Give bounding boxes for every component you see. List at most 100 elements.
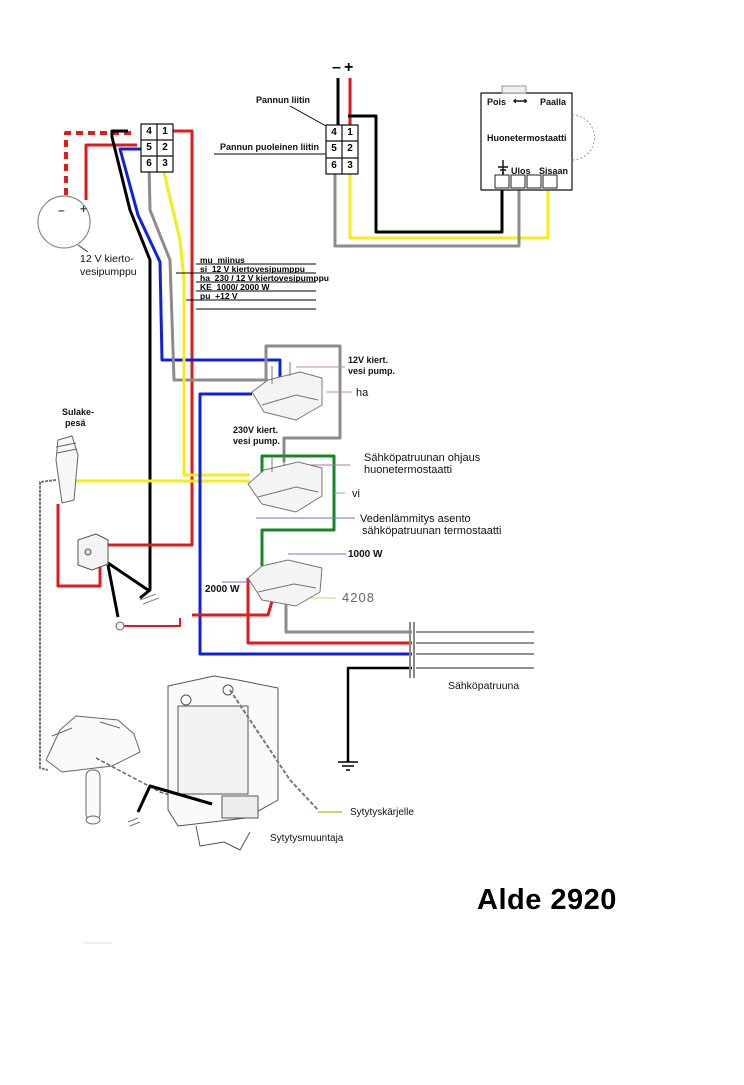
diagram-title: Alde 2920: [477, 884, 617, 916]
wire-thermostat-yellow: [348, 174, 550, 240]
side-pin-3: 3: [162, 158, 168, 169]
thermostat-knob: [501, 85, 527, 94]
boiler-pin-2: 2: [347, 143, 353, 154]
ignition-transformer-body: [167, 675, 279, 851]
fuse-holder-label-line2: pesä: [65, 418, 86, 428]
thermostat-switch-on-label: Paalla: [540, 97, 567, 107]
legend-text: miinus: [217, 255, 245, 265]
legend-text: 1000/ 2000 W: [216, 282, 270, 292]
side-pin-6: 6: [146, 158, 152, 169]
ground-symbol-relay: [139, 593, 160, 605]
heating-element-label: Sähköpatruuna: [448, 680, 520, 692]
side-pin-1: 1: [162, 126, 168, 137]
legend-text: +12 V: [215, 291, 238, 301]
callout-pump: [77, 244, 89, 253]
wire-thermostat-gray: [333, 174, 521, 248]
legend-code: si: [200, 264, 208, 274]
wire-power-red-main: [246, 578, 412, 645]
wire-pump-red-dashed: [64, 131, 131, 197]
side-connector-grid: [140, 123, 174, 173]
boiler-connector-label: Pannun liitin: [256, 95, 310, 105]
boiler-pin-1: 1: [347, 127, 353, 138]
boiler-pin-3: 3: [347, 160, 353, 171]
wire-blue-element: [198, 392, 412, 656]
water-heating-label-line2: sähköpatruunan termostaatti: [362, 525, 502, 537]
legend-code: mu: [200, 255, 213, 265]
wire-harness-gray: [147, 163, 268, 382]
fuse-holder-label-line1: Sulake-: [62, 407, 95, 417]
switch-power-body: [247, 559, 323, 607]
side-pin-2: 2: [162, 142, 168, 153]
ground-symbol-ignition: [127, 817, 141, 827]
bolt-terminal: [115, 621, 125, 631]
side-pin-5: 5: [146, 142, 152, 153]
ground-symbol-element: [338, 761, 358, 771]
wire-harness-yellow: [160, 163, 250, 477]
wire-legend-lines: [176, 263, 316, 310]
boiler-pin-6: 6: [331, 160, 337, 171]
wire-harness-black: [110, 129, 152, 600]
fuse-holder-body: [55, 435, 79, 504]
wire-transformer-black: [136, 784, 213, 813]
switch-heater-body: [247, 450, 323, 513]
pump-label-line1: 12 V kierto-: [80, 253, 134, 265]
legend-row-si: si 12 V kiertovesipumppu: [200, 264, 305, 274]
legend-code: pu: [200, 291, 211, 301]
boiler-side-connector-label: Pannun puoleinen liitin: [220, 142, 319, 152]
boiler-connector-grid: [325, 124, 359, 175]
thermostat-ground-symbol: [498, 160, 508, 175]
power-minus-label: –: [332, 59, 341, 76]
pump-plus-label: +: [80, 202, 88, 216]
wire-element-ground: [346, 666, 412, 762]
legend-row-pu: pu +12 V: [200, 291, 238, 301]
legend-text: 12 V kiertovesipumppu: [211, 264, 305, 274]
callout-pannun-liitin: [289, 105, 327, 127]
wire-pump-red: [84, 143, 137, 200]
power-plus-label: +: [344, 59, 354, 76]
switch-12v-label-line1: 12V kiert.: [348, 355, 389, 365]
power-2000w-label: 2000 W: [205, 584, 240, 595]
heater-vi-label: vi: [352, 488, 360, 500]
thermostat-terminals: [494, 174, 558, 189]
element-leads: [416, 631, 534, 669]
switch-pump-body: [251, 362, 323, 421]
power-1000w-label: 1000 W: [348, 549, 383, 560]
pump-label-line2: vesipumppu: [80, 266, 137, 278]
pump-minus-label: –: [58, 203, 65, 217]
wire-electrode: [229, 689, 319, 811]
element-terminal-bar: [409, 622, 415, 678]
ignition-electrode-label: Sytytyskärjelle: [350, 807, 414, 818]
legend-row-mu: mu miinus: [200, 255, 245, 265]
boiler-pin-5: 5: [331, 143, 337, 154]
wire-relay-red-low: [56, 504, 102, 588]
wire-relay-black: [106, 561, 149, 618]
pump-body: [37, 195, 91, 249]
thermostat-dial: [571, 114, 595, 161]
wire-harness-blue: [118, 147, 282, 378]
thermostat-out-label: Ulos: [511, 166, 531, 176]
switch-part-number: 4208: [342, 590, 375, 605]
legend-row-ke: KE 1000/ 2000 W: [200, 282, 269, 292]
switch-230v-label-line1: 230V kiert.: [233, 425, 279, 435]
heater-control-label-line2: huonetermostaatti: [364, 464, 453, 476]
legend-row-ha: ha 230 / 12 V kiertovesipumppu: [200, 273, 329, 283]
thermostat-name: Huonetermostaatti: [487, 133, 567, 143]
wire-thermostat-black: [348, 114, 504, 234]
ignition-transformer-label: Sytytysmuuntaja: [270, 833, 344, 844]
wire-bolt-red: [124, 618, 181, 627]
water-heating-label-line1: Vedenlämmitys asento: [360, 513, 471, 525]
thermostat-switch-off-label: Pois: [487, 97, 507, 107]
thermostat-switch-arrow-icon: ⟷: [513, 96, 528, 107]
heater-control-label-line1: Sähköpatruunan ohjaus: [364, 452, 481, 464]
switch-ha-label: ha: [356, 387, 369, 399]
boiler-pin-4: 4: [331, 127, 337, 138]
switch-12v-label-line2: vesi pump.: [348, 366, 396, 376]
wire-fuse-left: [39, 479, 57, 771]
thermostat-in-label: Sisaan: [539, 166, 569, 176]
legend-code: ha: [200, 273, 210, 283]
switch-230v-label-line2: vesi pump.: [233, 436, 281, 446]
burner-block: [45, 715, 141, 825]
side-pin-4: 4: [146, 126, 152, 137]
